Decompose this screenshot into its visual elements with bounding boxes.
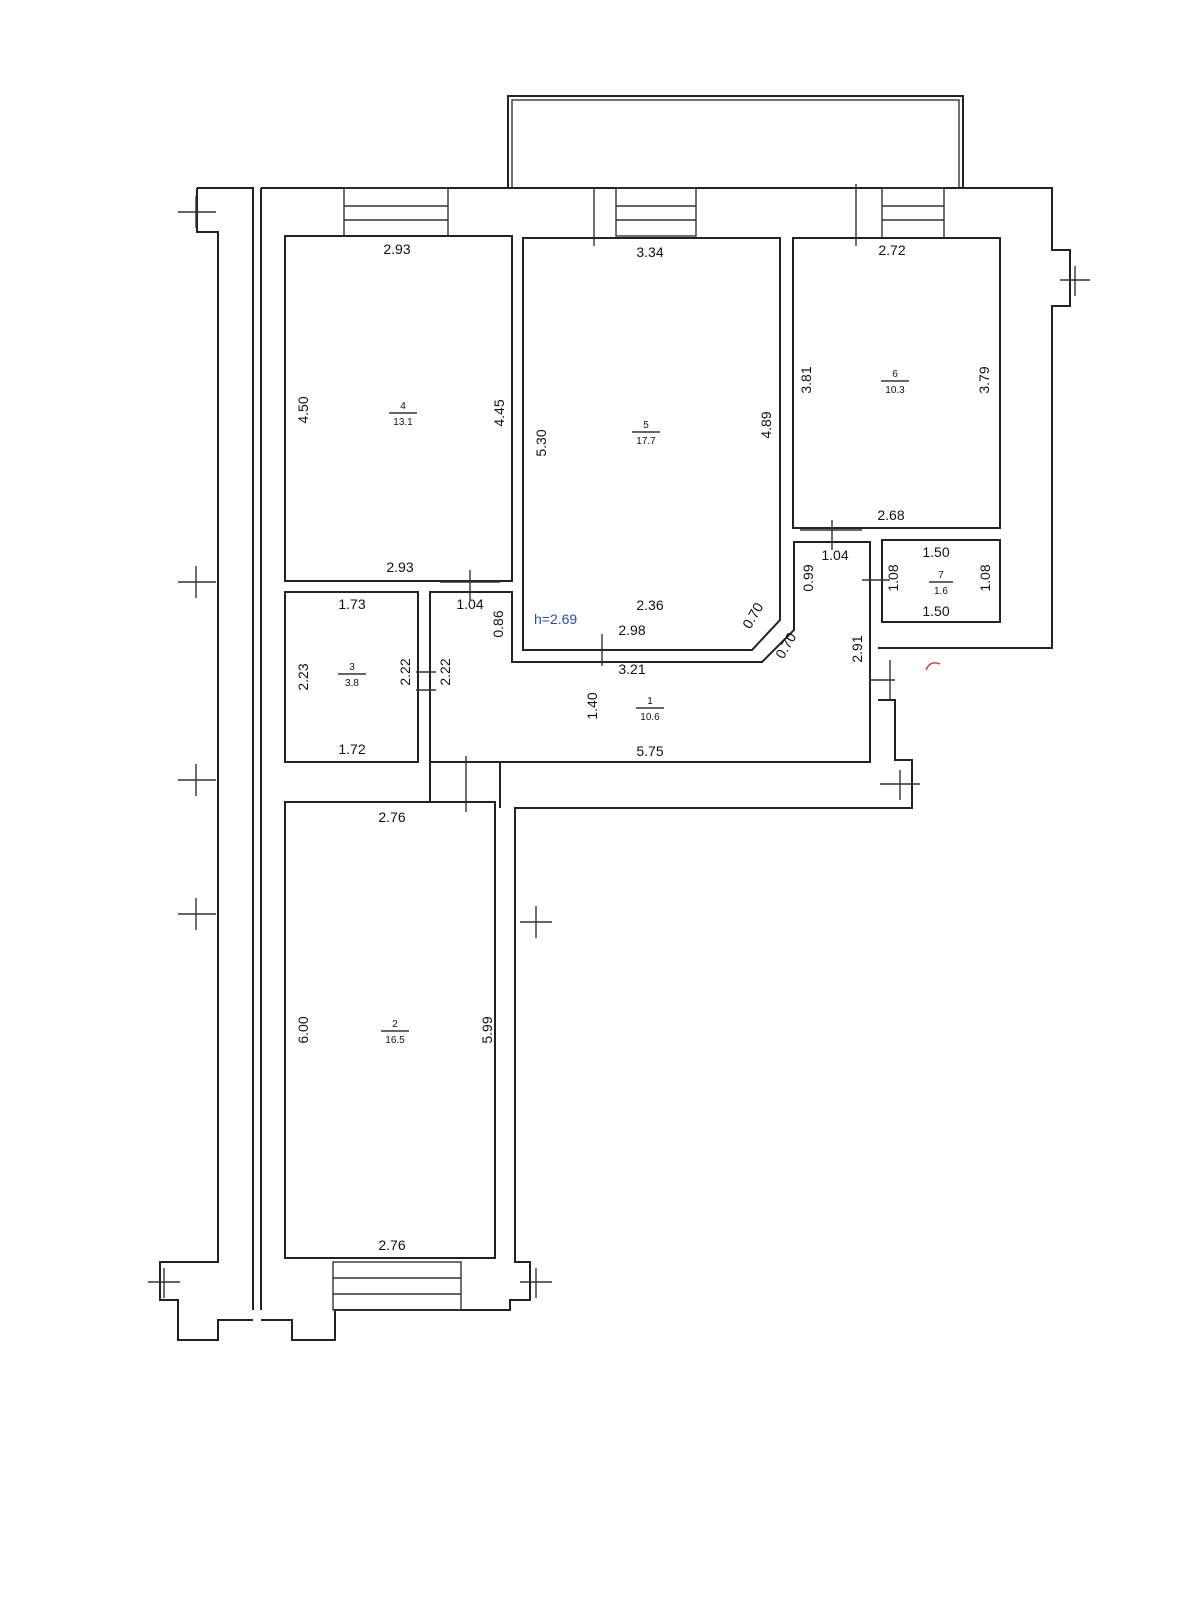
dim-h-right: 2.91 (849, 635, 865, 662)
dim-h-inner: 1.40 (584, 692, 600, 719)
dim-h-diag: 0.70 (772, 630, 800, 662)
room-number: 1 (647, 696, 653, 707)
dim-r6-bottom: 2.68 (877, 507, 904, 523)
dim-r6-left: 3.81 (798, 366, 814, 393)
axis-marks (148, 196, 1090, 1298)
window-room-5 (615, 187, 697, 237)
room-number: 4 (400, 401, 406, 412)
room-area: 1.6 (934, 586, 948, 597)
dim-h-depth: 0.86 (490, 610, 506, 637)
room-number: 6 (892, 369, 898, 380)
dim-r6-top: 2.72 (878, 242, 905, 258)
dim-r5-door: 2.98 (618, 622, 645, 638)
hall-outline (429, 541, 871, 763)
room-5-outline (522, 237, 781, 651)
room-area: 13.1 (393, 417, 413, 428)
dim-r2-right: 5.99 (479, 1016, 495, 1043)
ceiling-height: h=2.69 (534, 611, 577, 627)
window-room-4 (343, 187, 449, 237)
dim-r5-left: 5.30 (533, 429, 549, 456)
stamp-mark (925, 662, 941, 671)
dim-h-bottom: 5.75 (636, 743, 663, 759)
room-4-outline (284, 235, 513, 582)
door-marks (416, 184, 895, 812)
dim-h-narrow: 0.99 (800, 564, 816, 591)
room-number: 3 (349, 662, 355, 673)
dim-h-open2: 1.04 (821, 547, 848, 563)
dim-r7-top: 1.50 (922, 544, 949, 560)
dim-r5-bottom: 2.36 (636, 597, 663, 613)
dim-r4-top: 2.93 (383, 241, 410, 257)
room-7-outline (881, 539, 1001, 623)
window-room-2 (332, 1261, 462, 1311)
room-area: 16.5 (385, 1035, 405, 1046)
dim-r3-top: 1.73 (338, 596, 365, 612)
dim-r5-diag: 0.70 (739, 600, 767, 632)
dim-r4-bottom: 2.93 (386, 559, 413, 575)
room-2-outline (284, 801, 496, 1259)
room-label-7: 7 1.6 (929, 570, 953, 597)
dim-r7-right: 1.08 (977, 564, 993, 591)
room-label-5: 5 17.7 (632, 420, 660, 447)
room-label-6: 6 10.3 (881, 369, 909, 396)
room-area: 17.7 (636, 436, 656, 447)
room-label-4: 4 13.1 (389, 401, 417, 428)
corridor-walls (429, 762, 501, 808)
balcony (507, 95, 964, 189)
room-area: 10.3 (885, 385, 905, 396)
dim-r3-left: 2.23 (295, 663, 311, 690)
window-marks (332, 187, 945, 1311)
dim-h-left: 2.22 (437, 658, 453, 685)
room-number: 2 (392, 1019, 398, 1030)
window-room-6 (881, 187, 945, 239)
dim-r5-top: 3.34 (636, 244, 663, 260)
room-label-1: 1 10.6 (636, 696, 664, 723)
room-label-3: 3 3.8 (338, 662, 366, 689)
room-area: 10.6 (640, 712, 660, 723)
dim-r7-left: 1.08 (885, 564, 901, 591)
dim-r2-bottom: 2.76 (378, 1237, 405, 1253)
dimension-labels: 2.93 2.93 3.34 2.36 2.98 2.72 2.68 1.50 … (295, 241, 993, 1253)
dim-h-open: 1.04 (456, 596, 483, 612)
room-number: 5 (643, 420, 649, 431)
dim-r2-left: 6.00 (295, 1016, 311, 1043)
dim-r6-right: 3.79 (976, 366, 992, 393)
room-3-outline (284, 591, 419, 763)
dim-h-top: 3.21 (618, 661, 645, 677)
outer-walls (159, 187, 1071, 1341)
room-label-2: 2 16.5 (381, 1019, 409, 1046)
dim-r4-left: 4.50 (295, 396, 311, 423)
dim-r7-bottom: 1.50 (922, 603, 949, 619)
dim-r3-bottom: 1.72 (338, 741, 365, 757)
dim-r4-right: 4.45 (491, 399, 507, 426)
room-number: 7 (938, 570, 944, 581)
room-6-outline (792, 237, 1001, 529)
dim-r5-right: 4.89 (758, 411, 774, 438)
dim-r3-right: 2.22 (397, 658, 413, 685)
room-area: 3.8 (345, 678, 359, 689)
dim-r2-top: 2.76 (378, 809, 405, 825)
